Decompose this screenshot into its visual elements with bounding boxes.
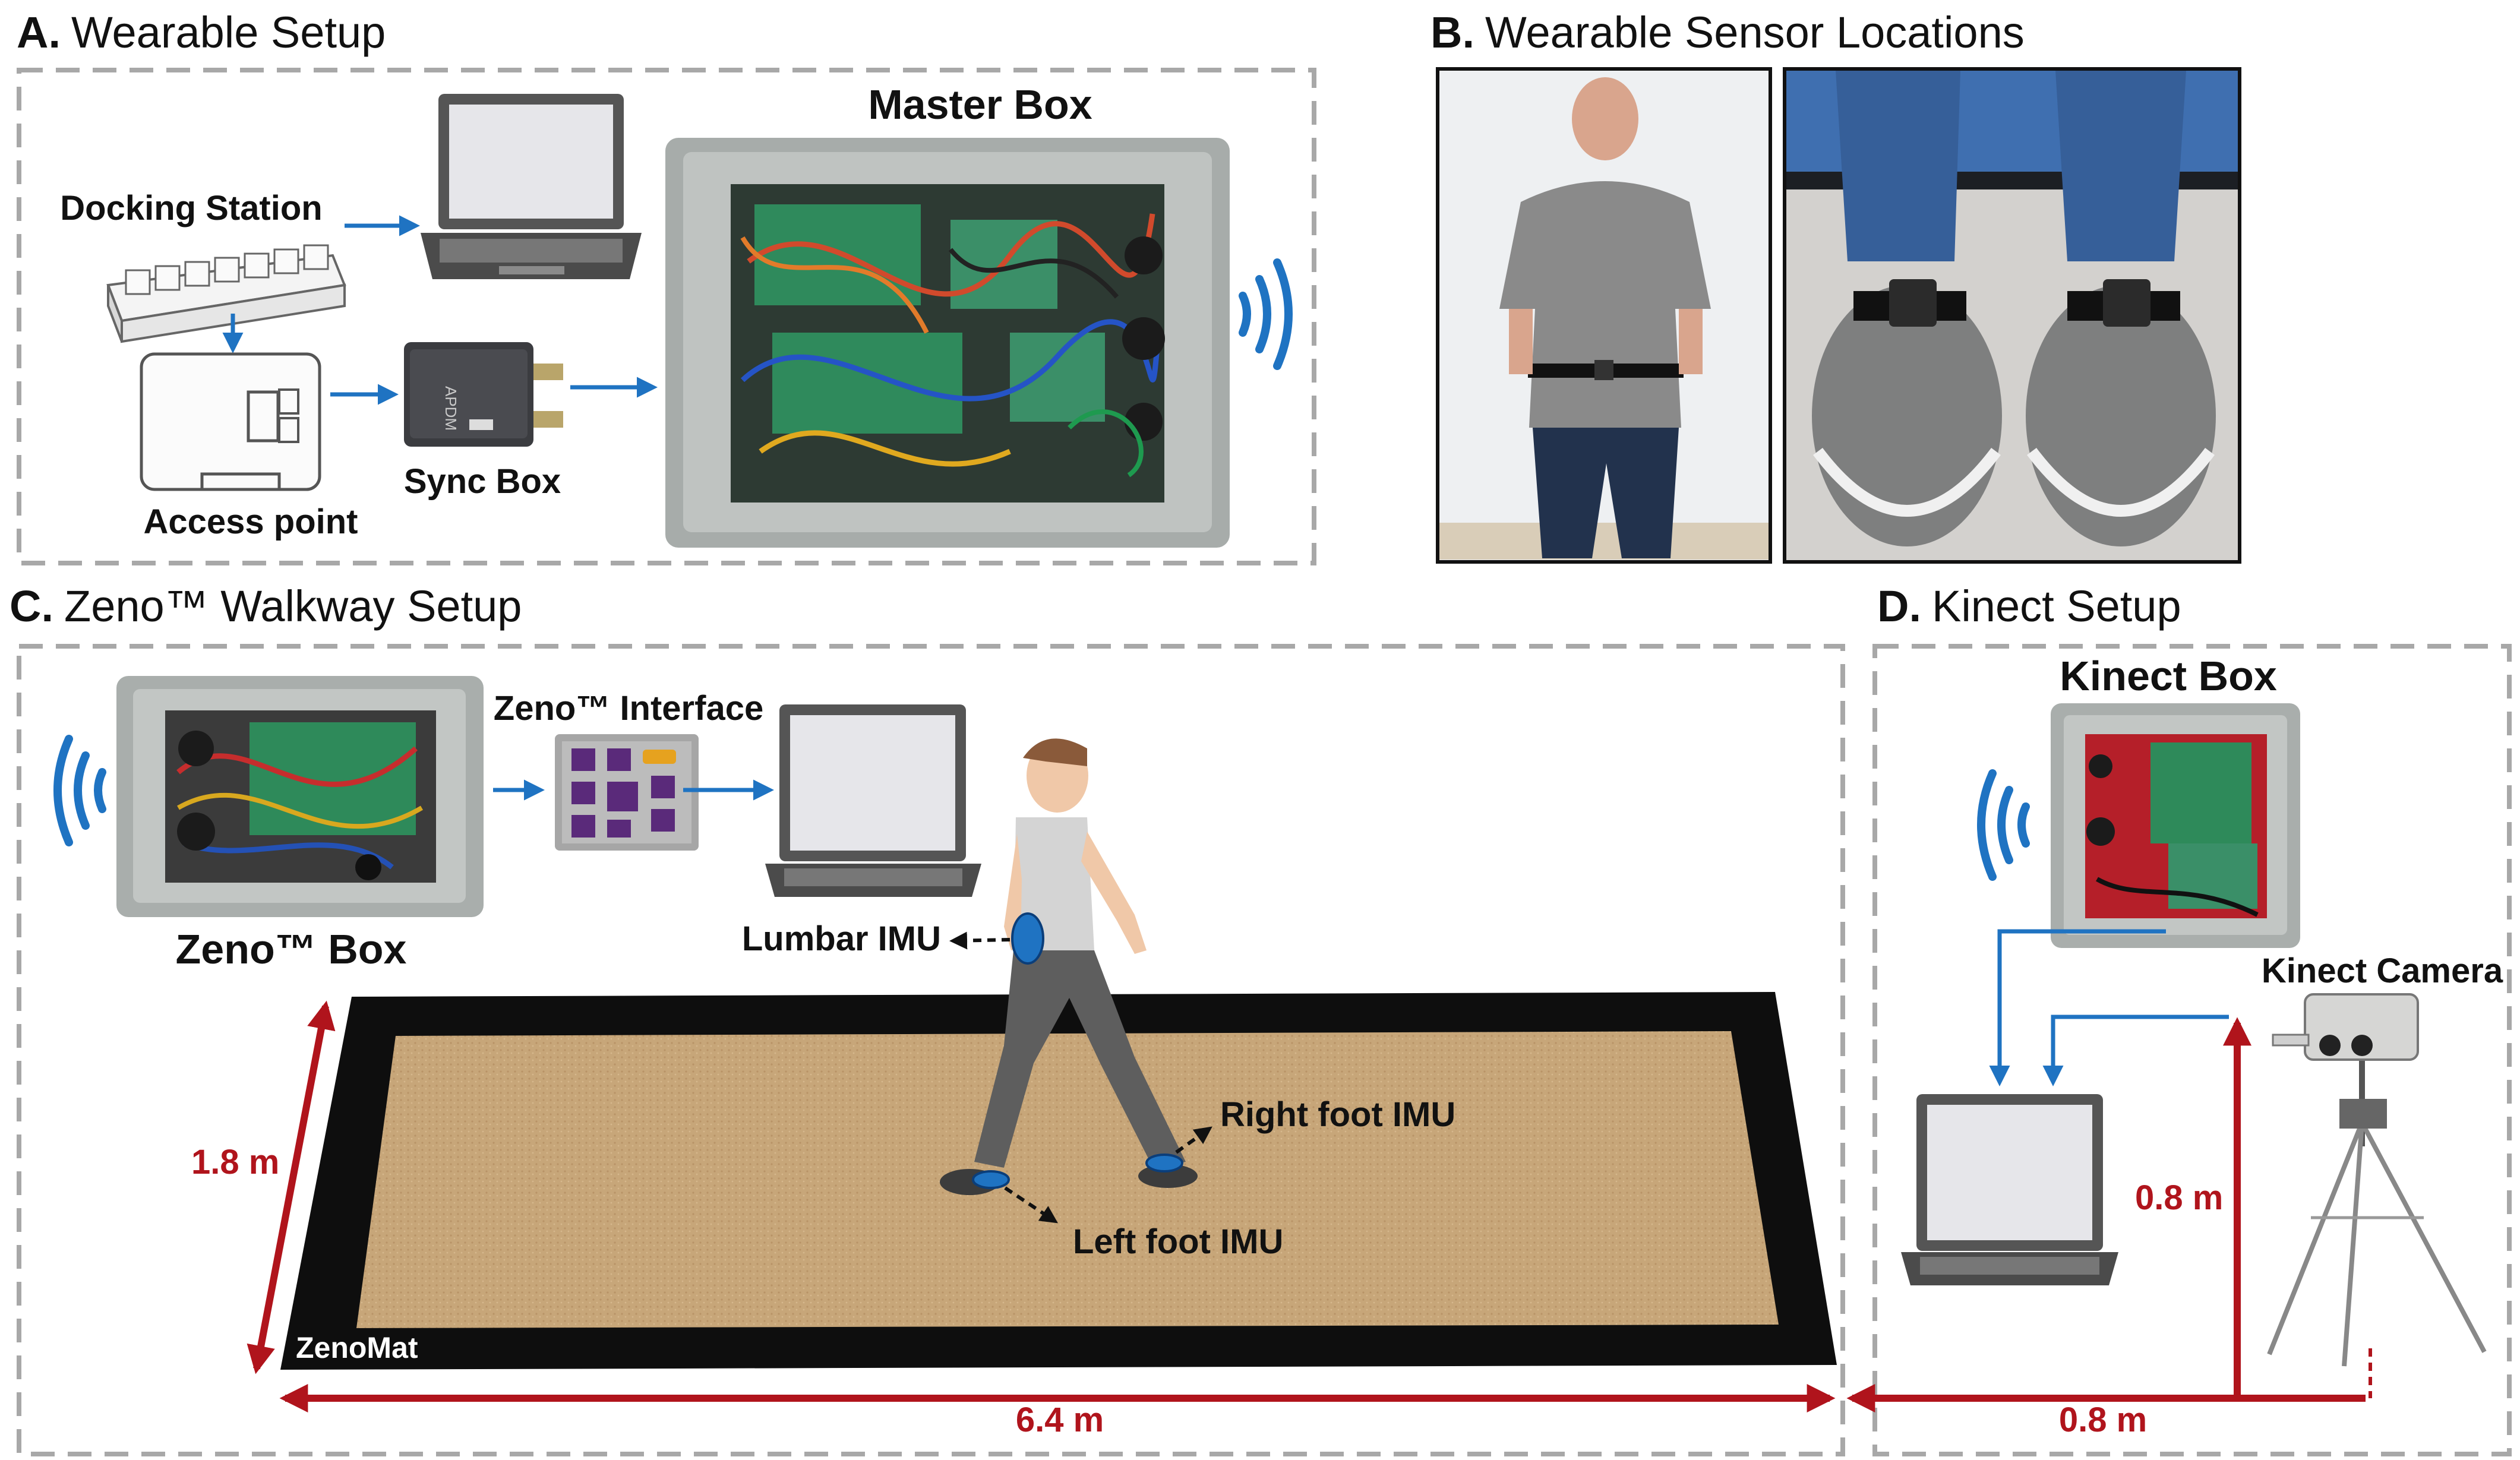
right-foot-imu-pointer [1175, 1126, 1212, 1154]
master-box-label: Master Box [868, 81, 1092, 128]
panel-d-frame [1872, 644, 2512, 1456]
zeno-laptop-icon [765, 704, 981, 897]
camera-height-label: 0.8 m [2135, 1178, 2223, 1217]
arrow-kinectbox-to-laptop [1989, 929, 2166, 1086]
zeno-box-image [116, 676, 484, 917]
lumbar-imu-label: Lumbar IMU [742, 919, 941, 958]
sync-box-brand-text: APDM [442, 386, 460, 431]
zenomat-walkway [280, 992, 1837, 1370]
left-foot-imu-label: Left foot IMU [1073, 1222, 1283, 1261]
panel-d-title: D.Kinect Setup [1877, 582, 2181, 631]
left-foot-imu-pointer [1004, 1186, 1058, 1224]
zeno-wireless-icon [53, 735, 106, 846]
docking-station-icon [106, 244, 346, 343]
kinect-camera-label: Kinect Camera [2262, 952, 2503, 990]
zenomat-label: ZenoMat [296, 1331, 418, 1364]
lumbar-sensor-photo [1436, 67, 1772, 564]
foot-sensor-photo [1783, 67, 2241, 564]
kinect-box-label: Kinect Box [2060, 653, 2277, 699]
panel-a-title: A.Wearable Setup [17, 8, 386, 57]
kinect-box-image [2051, 703, 2300, 948]
left-foot-imu-sensor [972, 1170, 1010, 1189]
access-point-icon [140, 352, 321, 491]
lumbar-imu-pointer [949, 931, 1010, 950]
kinect-laptop-icon [1901, 1094, 2118, 1285]
panel-c-frame [17, 644, 1845, 1456]
panel-c-title: C.Zeno™ Walkway Setup [10, 582, 522, 631]
mat-width-arrow [247, 1000, 336, 1374]
sync-box-label: Sync Box [404, 462, 561, 501]
panel-a-frame [17, 68, 1316, 565]
mat-width-label: 1.8 m [191, 1143, 279, 1181]
zeno-interface-icon [555, 734, 699, 851]
zeno-box-label: Zeno™ Box [176, 926, 407, 972]
laptop-icon [421, 94, 642, 279]
access-point-label: Access point [144, 503, 358, 541]
docking-station-label: Docking Station [60, 189, 322, 227]
zeno-interface-label: Zeno™ Interface [494, 689, 763, 728]
sync-box-icon: APDM [404, 342, 563, 447]
kinect-camera-tripod-image [2267, 993, 2487, 1367]
right-foot-imu-sensor [1145, 1154, 1183, 1173]
wireless-icon [1239, 258, 1293, 370]
mat-length-label: 6.4 m [1016, 1401, 1104, 1439]
right-foot-imu-label: Right foot IMU [1220, 1095, 1455, 1134]
camera-distance-label: 0.8 m [2059, 1401, 2147, 1439]
panel-b-title: B.Wearable Sensor Locations [1430, 8, 2025, 57]
lumbar-imu-sensor [1011, 912, 1044, 965]
master-box-image [665, 138, 1230, 548]
arrow-camera-to-laptop [2042, 1015, 2229, 1086]
kinect-wireless-icon [1977, 769, 2030, 881]
